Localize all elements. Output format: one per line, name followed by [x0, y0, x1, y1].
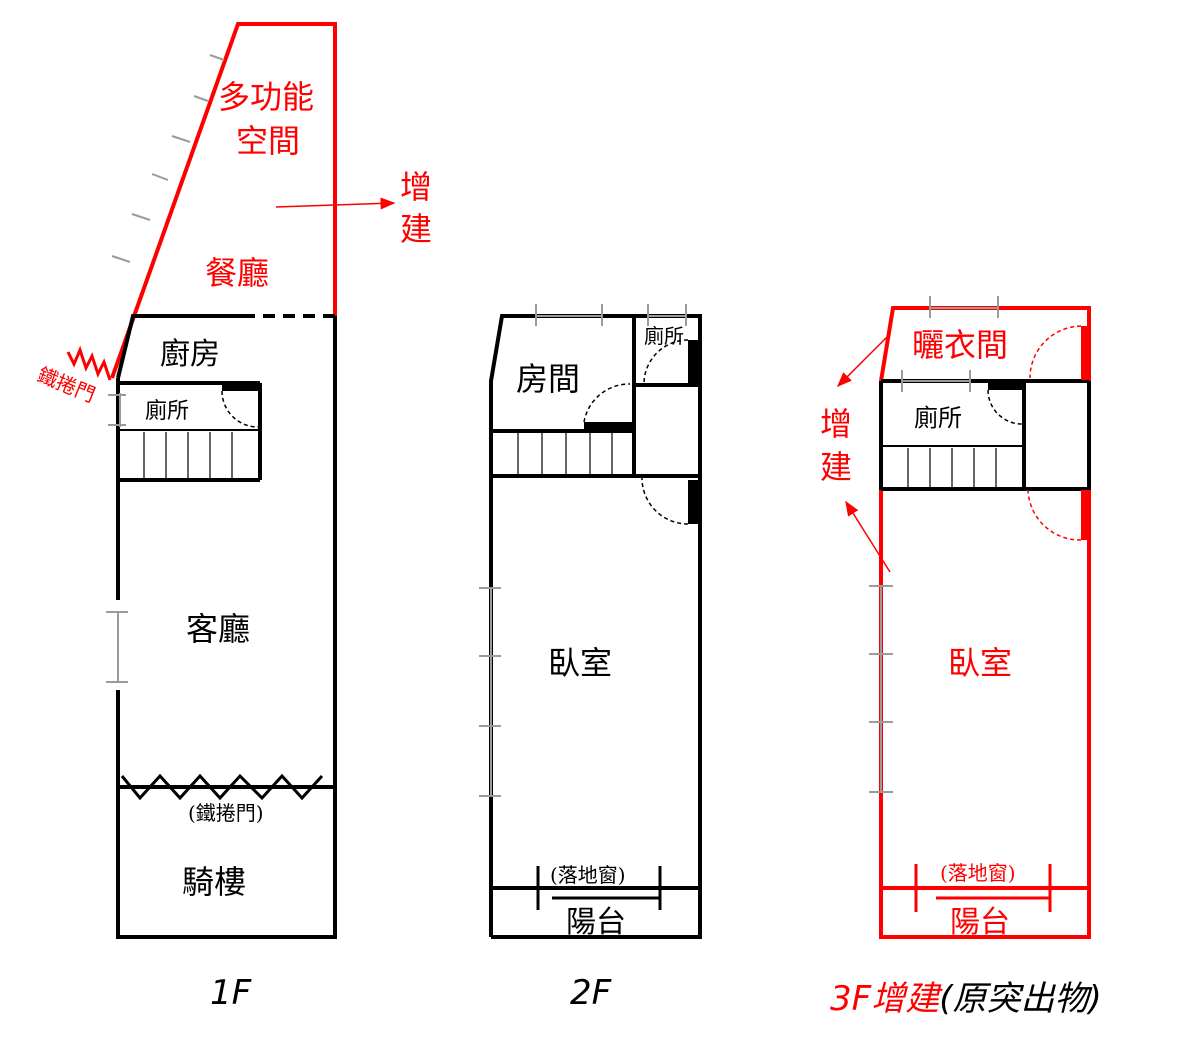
floor-2-top-windows — [535, 304, 687, 326]
floor-3-core-window — [901, 370, 971, 392]
floor-1-plan: 多功能 空間 增 建 餐廳 廚房 鐵捲門 廁所 客廳 (鐵捲門) 騎樓 1F — [34, 22, 432, 1013]
floor-1-walls — [116, 314, 337, 939]
label-bedroom-3f: 臥室 — [948, 644, 1012, 682]
caption-1f: 1F — [210, 973, 252, 1013]
label-bedroom-2f: 臥室 — [548, 644, 612, 682]
label-extension-1f-char1: 增 — [400, 168, 432, 206]
floor-3-side-windows — [869, 585, 893, 793]
floor-1-toilet-door-block — [222, 383, 260, 391]
floor-2-toilet-door-swing — [643, 339, 689, 385]
label-dining: 餐廳 — [205, 254, 269, 292]
floor-3-extension-arrow-down — [845, 500, 891, 573]
floor-3-bedroom-door-block — [1081, 490, 1089, 540]
label-drying-room: 曬衣間 — [912, 326, 1008, 364]
floor-3-plan: 曬衣間 增 建 廁所 臥室 (落地窗) 陽台 3F增建(原突出物) — [820, 296, 1102, 1019]
floor-2-stairs — [517, 433, 613, 474]
label-toilet-2f: 廁所 — [644, 324, 684, 348]
label-multi-space-line1: 多功能 — [218, 78, 314, 116]
label-balcony-2f: 陽台 — [566, 905, 626, 940]
floor-1-diagonal-window — [111, 54, 225, 263]
floor-2-bedroom-door-block — [688, 480, 700, 524]
floor-3-bedroom-door-swing — [1027, 489, 1082, 541]
label-french-window-2f: (落地窗) — [550, 863, 626, 887]
label-living-room: 客廳 — [186, 610, 250, 648]
floor-3-toilet-door-block — [988, 381, 1024, 390]
label-rolling-door-paren: (鐵捲門) — [188, 801, 264, 825]
floor-1-extension-arrow — [275, 197, 396, 210]
floor-1-stairs — [143, 432, 233, 478]
label-toilet-3f: 廁所 — [914, 404, 962, 432]
floor-3-core-walls — [879, 379, 1091, 491]
floor-1-toilet-door-swing — [221, 390, 259, 428]
label-multi-space-line2: 空間 — [236, 122, 300, 160]
label-french-window-3f: (落地窗) — [940, 861, 1016, 885]
floor-2-bedroom-door-swing — [641, 477, 689, 525]
caption-3f: 3F增建(原突出物) — [830, 979, 1102, 1019]
floor-1-main-rolling-door — [120, 773, 324, 801]
label-rolling-door-red: 鐵捲門 — [34, 362, 99, 407]
floor-1-rolling-door-zigzag — [66, 345, 112, 381]
floor-2-walls — [489, 314, 702, 939]
floor-1-side-window-small — [108, 393, 126, 427]
floor-3-drying-door-swing — [1029, 325, 1082, 379]
floor-2-room-door-block — [584, 422, 632, 431]
floor-3-french-window — [914, 864, 1052, 912]
label-room-2f: 房間 — [516, 360, 580, 398]
floor-1-extension-walls — [110, 22, 337, 379]
label-balcony-3f: 陽台 — [950, 905, 1010, 940]
caption-3f-red: 3F增建 — [830, 979, 943, 1019]
floor-3-drying-door-block — [1081, 326, 1089, 380]
floor-2-room-door-swing — [583, 383, 631, 423]
caption-3f-black: (原突出物) — [939, 979, 1102, 1019]
label-extension-1f-char2: 建 — [400, 210, 432, 248]
floor-3-extension-walls — [879, 306, 1091, 939]
label-extension-3f-char1: 增 — [820, 405, 852, 443]
floor-2-toilet-door-block — [688, 340, 700, 384]
floor-1-side-window-living — [106, 611, 128, 683]
floor-3-stairs — [907, 448, 997, 487]
floor-3-extension-arrow-up — [836, 335, 889, 388]
label-kitchen: 廚房 — [160, 337, 220, 372]
floor-2-side-windows — [479, 587, 501, 797]
caption-2f: 2F — [570, 973, 612, 1013]
label-toilet-1f: 廁所 — [145, 399, 189, 424]
floor-2-plan: 房間 廁所 臥室 (落地窗) 陽台 2F — [479, 304, 702, 1013]
floor-3-toilet-door-swing — [987, 389, 1023, 425]
label-extension-3f-char2: 建 — [820, 448, 852, 486]
floor-2-french-window — [536, 866, 662, 910]
floor-3-top-window — [929, 296, 999, 318]
label-arcade: 騎樓 — [182, 863, 246, 901]
